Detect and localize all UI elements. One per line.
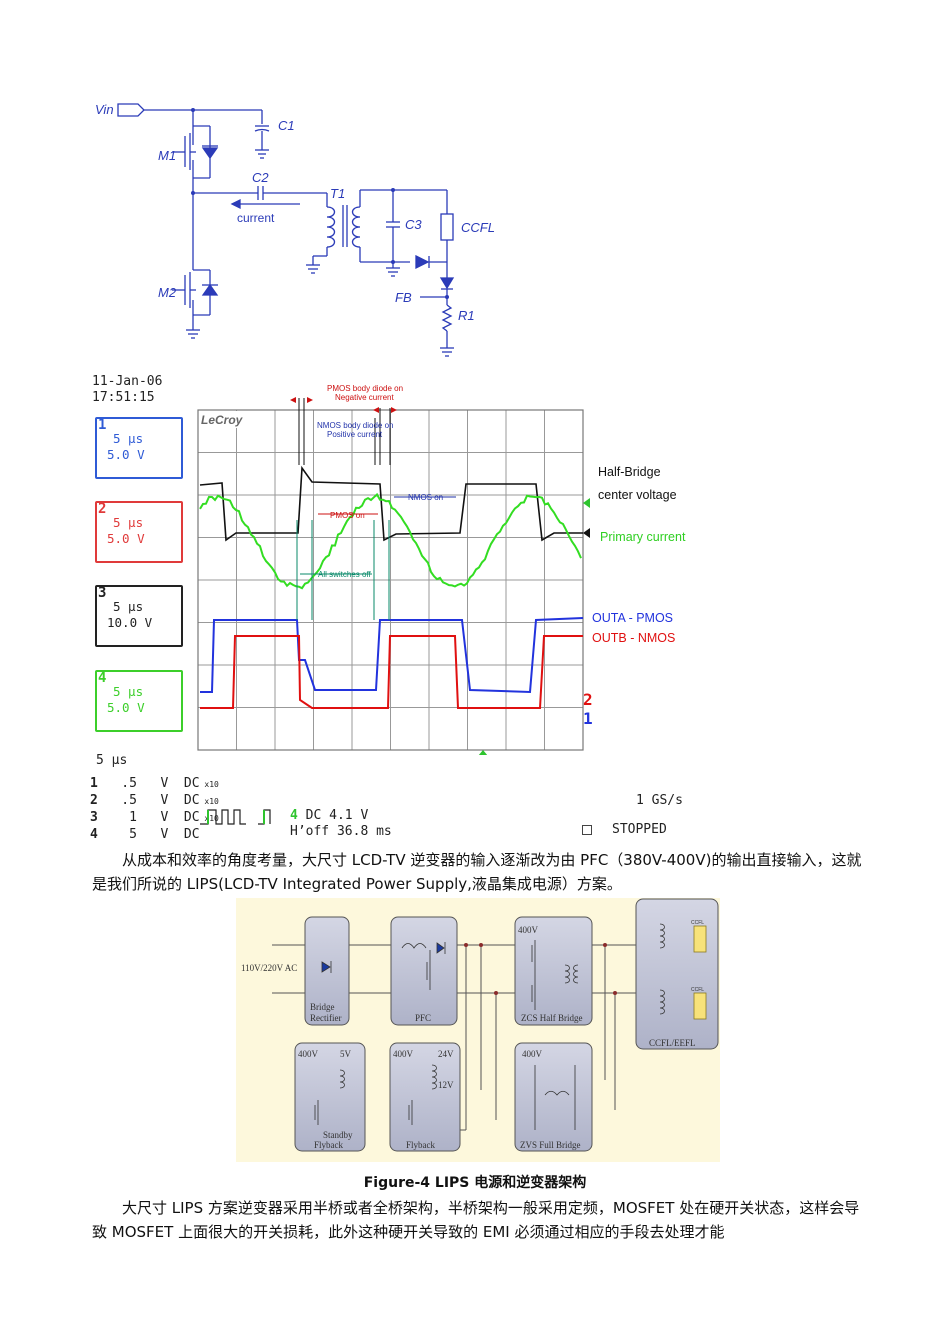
standby-label-1: Standby	[323, 1130, 353, 1140]
zcs-label: ZCS Half Bridge	[521, 1013, 583, 1023]
trace-half-bridge-voltage	[200, 468, 583, 540]
r1-label: R1	[458, 308, 475, 323]
ccfl-label: CCFL	[461, 220, 495, 235]
scope-date: 11-Jan-06	[92, 374, 162, 390]
channel-timebase: 5 μs	[113, 684, 143, 699]
zcs-400-label: 400V	[518, 925, 539, 935]
bridge-label-2: Rectifier	[310, 1013, 341, 1023]
bottom-row-ch: 2	[90, 793, 98, 808]
bottom-row-probe: x10	[200, 797, 219, 806]
flyback-400-label: 400V	[393, 1049, 414, 1059]
bridge-label-1: Bridge	[310, 1002, 335, 1012]
channel-timebase: 5 μs	[113, 515, 143, 530]
scope-time: 17:51:15	[92, 390, 162, 406]
zvs-400-label: 400V	[522, 1049, 543, 1059]
channel-num: 2	[98, 501, 106, 517]
marker-ch2: 2	[583, 690, 593, 709]
c1-label: C1	[278, 118, 295, 133]
bottom-row-ch: 4	[90, 827, 98, 842]
m1-label: M1	[158, 148, 176, 163]
sample-rate: 1 GS/s	[636, 793, 683, 808]
channel-volts: 5.0 V	[107, 447, 145, 462]
ccfl-tag-1: CCFL	[691, 920, 704, 926]
channel-num: 1	[98, 417, 106, 433]
scope-screen: LeCroy PMOS body diode on Negative curre…	[195, 380, 595, 755]
c2-label: C2	[252, 170, 269, 185]
channel-num: 3	[98, 585, 106, 601]
lips-block-diagram: CCFL CCFL 110V/220V AC Bridge Rectifier …	[236, 898, 720, 1162]
half-bridge-schematic: Vin C1 C2 T1 C3 CCFL FB R1 M1 M2 current	[90, 95, 530, 365]
annot-pmos-on: PMOS on	[330, 511, 365, 520]
annot-nmos-on: NMOS on	[408, 493, 443, 502]
annot-pmos-body-2: Negative current	[335, 393, 394, 402]
block-flyback	[390, 1043, 460, 1151]
pfc-label: PFC	[415, 1013, 431, 1023]
acquisition-status: STOPPED	[612, 822, 667, 837]
standby-label-2: Flyback	[314, 1140, 343, 1150]
standby-5v-label: 5V	[340, 1049, 352, 1059]
paragraph-lips-intro: 从成本和效率的角度考量，大尺寸 LCD-TV 逆变器的输入逐渐改为由 PFC（3…	[92, 848, 867, 896]
trigger-channel: 4	[290, 808, 298, 823]
trigger-pulse-icon	[198, 806, 278, 828]
annot-nmos-body-1: NMOS body diode on	[317, 421, 394, 430]
stop-indicator-icon	[582, 825, 592, 835]
legend-primary-current: Primary current	[600, 530, 685, 544]
c3-label: C3	[405, 217, 422, 232]
channel-3-box: 3 5 μs10.0 V	[95, 585, 183, 647]
bottom-row-values: .5 V DC	[98, 793, 200, 808]
marker-ch1: 1	[583, 709, 593, 728]
paragraph-architecture: 大尺寸 LIPS 方案逆变器采用半桥或者全桥架构，半桥架构一般采用定频，MOSF…	[92, 1196, 867, 1244]
trace-outa-pmos	[200, 618, 583, 692]
current-label: current	[237, 211, 275, 225]
vin-label: Vin	[95, 102, 114, 117]
bottom-channel-row: 4 5 V DC	[90, 827, 219, 844]
bottom-row-values: .5 V DC	[98, 776, 200, 791]
bottom-row-ch: 1	[90, 776, 98, 791]
channel-2-box: 2 5 μs5.0 V	[95, 501, 183, 563]
channel-volts: 10.0 V	[107, 615, 152, 630]
block-pfc	[391, 917, 457, 1025]
legend-half-bridge: Half-Bridge	[598, 465, 661, 479]
channel-timebase: 5 μs	[113, 599, 143, 614]
trigger-setting: 4 DC 4.1 V	[290, 808, 368, 823]
channel-1-box: 1 5 μs5.0 V	[95, 417, 183, 479]
annot-pmos-body-1: PMOS body diode on	[327, 384, 403, 393]
bottom-row-values: 5 V DC	[98, 827, 200, 842]
m2-label: M2	[158, 285, 177, 300]
flyback-12v-label: 12V	[438, 1080, 454, 1090]
flyback-24v-label: 24V	[438, 1049, 454, 1059]
channel-4-box: 4 5 μs5.0 V	[95, 670, 183, 732]
ccfl-tag-2: CCFL	[691, 987, 704, 993]
legend-center-voltage: center voltage	[598, 488, 677, 502]
channel-num: 4	[98, 670, 106, 686]
block-zvs-full-bridge	[515, 1043, 592, 1151]
scope-timestamp: 11-Jan-06 17:51:15	[92, 374, 162, 406]
zvs-label: ZVS Full Bridge	[520, 1140, 581, 1150]
bottom-channel-row: 1 .5 V DC x10	[90, 776, 219, 793]
holdoff: H’off 36.8 ms	[290, 824, 392, 839]
trigger-dc: DC 4.1 V	[306, 808, 369, 823]
t1-label: T1	[330, 186, 345, 201]
flyback-label: Flyback	[406, 1140, 435, 1150]
legend-outb: OUTB - NMOS	[592, 631, 675, 645]
channel-volts: 5.0 V	[107, 700, 145, 715]
trace-outb-nmos	[200, 636, 583, 708]
channel-volts: 5.0 V	[107, 531, 145, 546]
legend-outa: OUTA - PMOS	[592, 611, 673, 625]
bottom-timebase: 5 μs	[96, 753, 127, 768]
bottom-row-values: 1 V DC	[98, 810, 200, 825]
fb-label: FB	[395, 290, 412, 305]
scope-brand: LeCroy	[201, 413, 244, 427]
block-ccfl-eefl	[636, 899, 718, 1049]
annot-nmos-body-2: Positive current	[327, 430, 383, 439]
ac-input-label: 110V/220V AC	[241, 963, 297, 973]
bottom-row-probe: x10	[200, 780, 219, 789]
figure-caption: Figure-4 LIPS 电源和逆变器架构	[0, 1172, 950, 1192]
bottom-row-ch: 3	[90, 810, 98, 825]
channel-timebase: 5 μs	[113, 431, 143, 446]
annot-all-off: All switches off	[318, 570, 372, 579]
ccfl-eefl-label: CCFL/EEFL	[649, 1038, 696, 1048]
standby-400-label: 400V	[298, 1049, 319, 1059]
